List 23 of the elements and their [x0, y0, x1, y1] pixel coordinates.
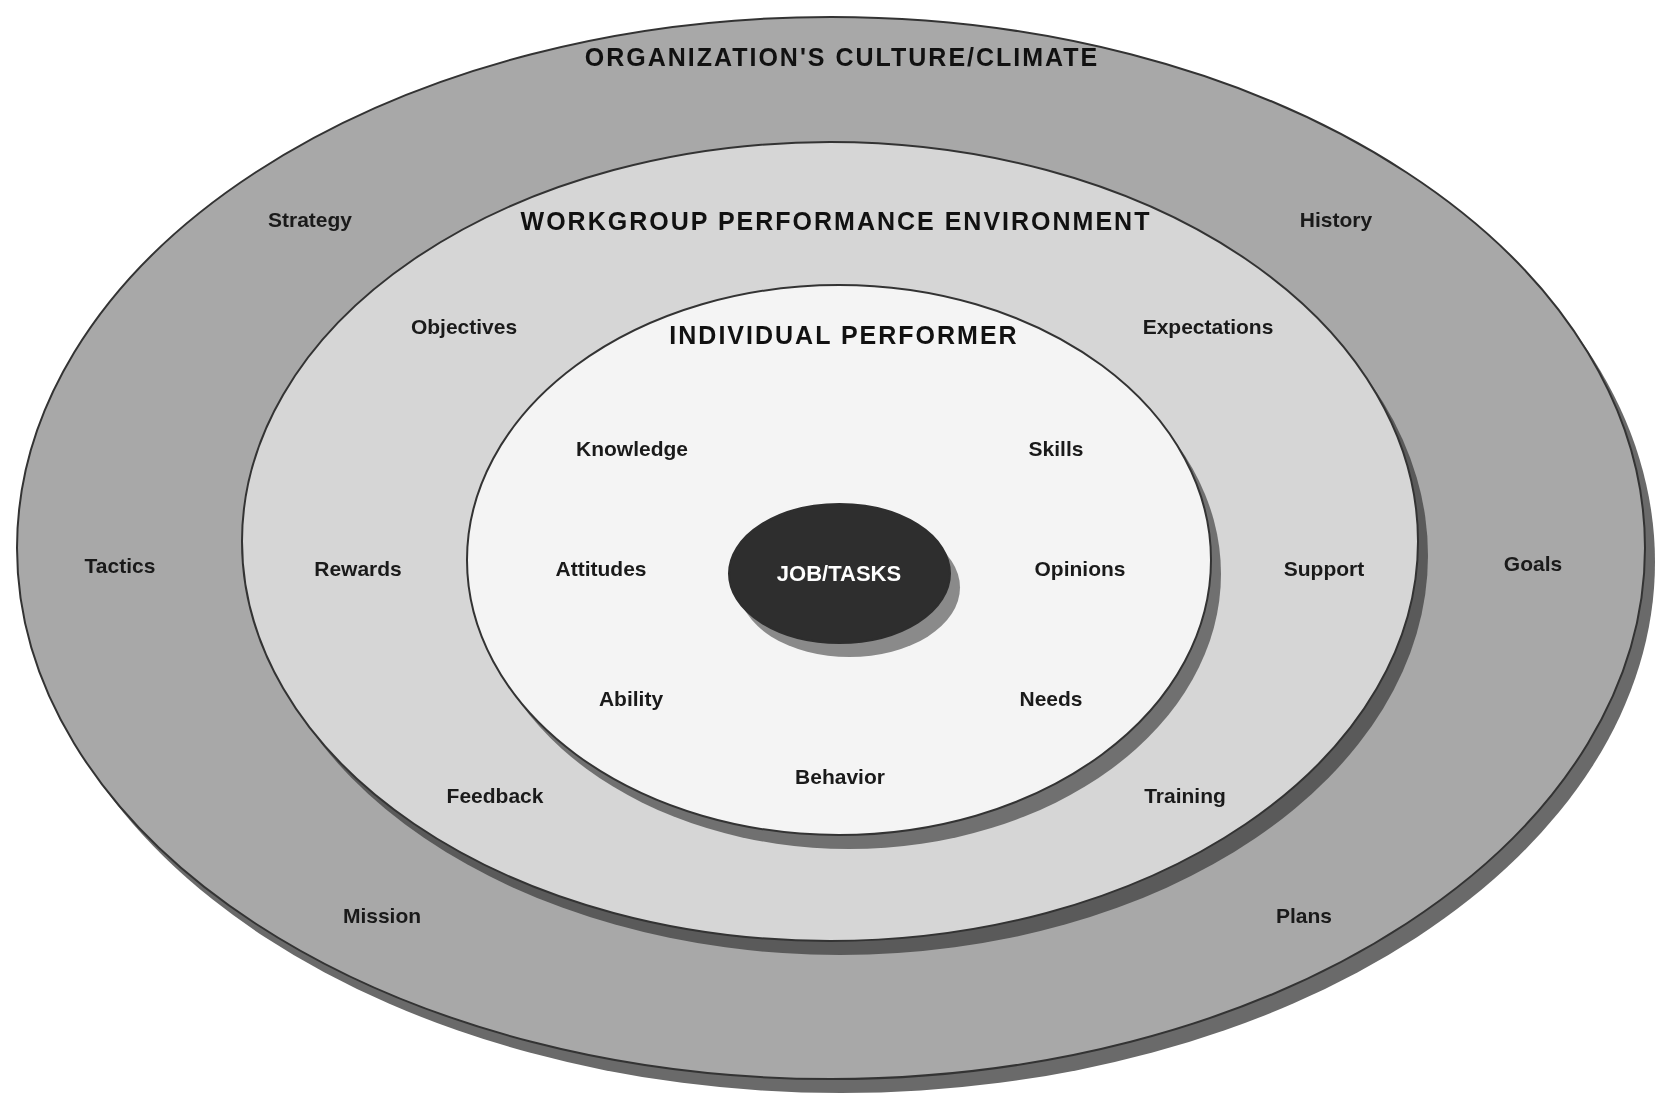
- factor-label: Needs: [1019, 686, 1083, 713]
- factor-label: Expectations: [1142, 314, 1274, 341]
- factor-label: Plans: [1276, 903, 1332, 930]
- factor-label: History: [1299, 207, 1373, 234]
- factor-label: Tactics: [84, 553, 156, 580]
- factor-label: Strategy: [268, 207, 352, 234]
- job-label: JOB/TASKS: [776, 559, 902, 588]
- factor-label: Goals: [1503, 551, 1563, 578]
- ring-title: WORKGROUP PERFORMANCE ENVIRONMENT: [520, 206, 1152, 238]
- ring-title: INDIVIDUAL PERFORMER: [669, 320, 1019, 352]
- factor-label: Feedback: [446, 783, 544, 810]
- ring-title: ORGANIZATION'S CULTURE/CLIMATE: [584, 42, 1100, 74]
- factor-label: Mission: [342, 903, 422, 930]
- factor-label: Attitudes: [555, 556, 647, 583]
- factor-label: Objectives: [410, 314, 518, 341]
- factor-label: Skills: [1028, 436, 1084, 463]
- factor-label: Knowledge: [576, 436, 688, 463]
- factor-label: Behavior: [795, 764, 885, 791]
- factor-label: Training: [1144, 783, 1226, 810]
- factor-label: Support: [1283, 556, 1365, 583]
- factor-label: Opinions: [1034, 556, 1126, 583]
- factor-label: Ability: [598, 686, 664, 713]
- factor-label: Rewards: [314, 556, 402, 583]
